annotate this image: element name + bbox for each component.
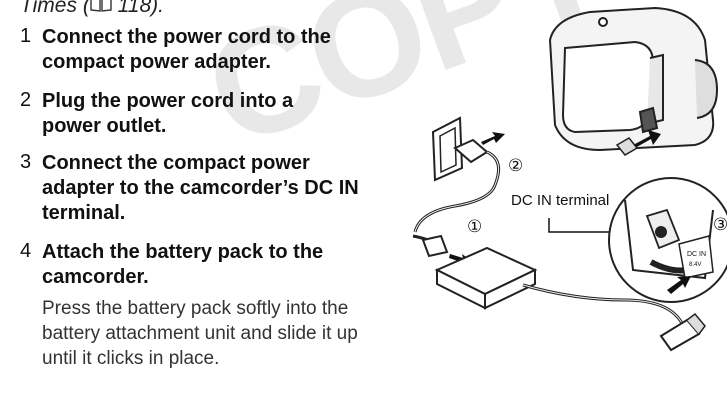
camcorder-icon [548, 6, 719, 152]
page-reference-line: Times ( 118). [20, 0, 164, 18]
power-plug-icon [413, 138, 501, 233]
book-icon [90, 0, 112, 18]
step-text: Plug the power cord into a power outlet. [42, 90, 294, 137]
step-text: Connect the compact power adapter to the… [42, 152, 359, 224]
arrow-2-icon [481, 132, 505, 145]
reference-text: Times ( [20, 0, 90, 17]
camcorder-diagram: ② ① DC IN terminal [412, 6, 727, 352]
power-adapter-icon [434, 246, 538, 310]
insert-arrow-icon [633, 130, 661, 148]
connection-illustration: ② ① DC IN terminal [395, 0, 727, 409]
reference-page: 118). [111, 0, 164, 17]
step-1: 1 Connect the power cord to the compact … [20, 25, 402, 75]
step-text: Connect the power cord to the compact po… [42, 26, 331, 73]
dc-plug-icon [659, 312, 706, 352]
callout-3: ③ [713, 215, 727, 234]
arrow-3-icon [667, 276, 691, 294]
dc-in-zoom-circle: DC IN 8.4V [608, 177, 727, 303]
step-number: 2 [20, 89, 32, 111]
callout-2: ② [508, 156, 523, 175]
step-number: 3 [20, 151, 32, 173]
cord-plug-icon [412, 234, 449, 258]
step-text: Attach the battery pack to the camcorder… [42, 241, 324, 288]
step-3: 3 Connect the compact power adapter to t… [20, 151, 402, 226]
step-number: 1 [20, 25, 32, 47]
port-label-dc-in: DC IN [687, 251, 706, 258]
step-description: Press the battery pack softly into the b… [42, 298, 358, 369]
dc-in-terminal-label: DC IN terminal [511, 192, 609, 209]
step-4: 4 Attach the battery pack to the camcord… [20, 240, 402, 371]
callout-1: ① [467, 217, 482, 236]
step-2: 2 Plug the power cord into a power outle… [20, 89, 402, 139]
step-number: 4 [20, 240, 32, 262]
port-label-voltage: 8.4V [689, 262, 701, 268]
wall-outlet-icon [431, 116, 464, 182]
